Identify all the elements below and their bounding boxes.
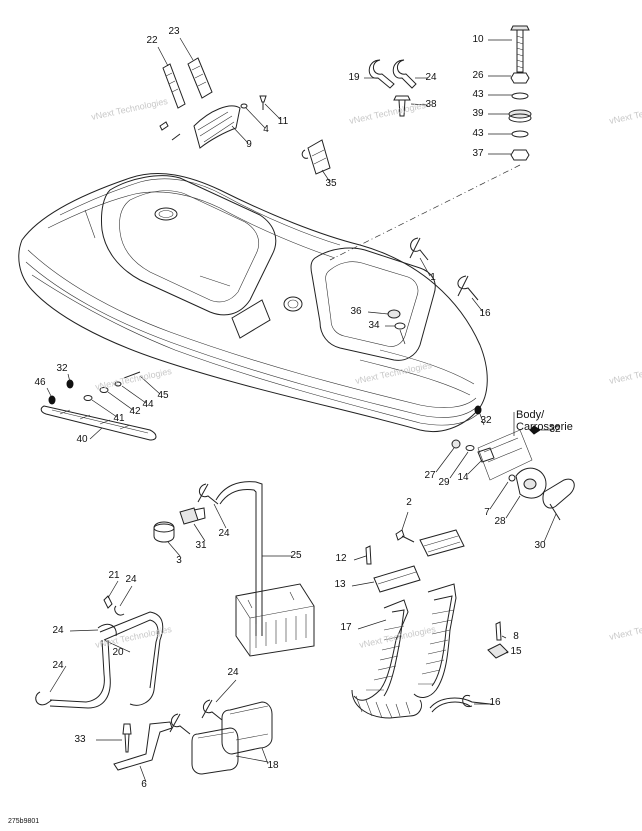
callout-l24b: 24 [218, 528, 230, 539]
callout-l34: 34 [368, 320, 380, 331]
callout-l43a: 43 [472, 89, 484, 100]
vent-ducts [351, 511, 465, 719]
callout-l35: 35 [325, 178, 337, 189]
callout-l27: 27 [424, 470, 436, 481]
callout-l19: 19 [348, 72, 360, 83]
callout-l6: 6 [141, 779, 147, 790]
callout-l37: 37 [472, 148, 484, 159]
hull-body [18, 173, 488, 433]
callout-l28: 28 [494, 516, 506, 527]
callout-l23: 23 [168, 26, 180, 37]
sponson-assembly [40, 371, 161, 441]
harness-left [35, 580, 164, 709]
callout-l45: 45 [157, 390, 169, 401]
callout-l36: 36 [350, 306, 362, 317]
callout-l14: 14 [457, 472, 469, 483]
callout-l12: 12 [335, 553, 347, 564]
callout-l42: 42 [129, 406, 141, 417]
watermark: vNext Technologies [608, 360, 642, 386]
watermark: vNext Technologies [348, 100, 427, 126]
callout-l30: 30 [534, 540, 546, 551]
vent-cluster [157, 37, 282, 149]
callout-l26: 26 [472, 70, 484, 81]
watermark: vNext Technologies [90, 96, 169, 122]
steering-stack [329, 25, 532, 261]
callout-l22: 22 [146, 35, 158, 46]
callout-l24c: 24 [125, 574, 137, 585]
callout-l20: 20 [112, 647, 124, 658]
callout-l38: 38 [425, 99, 437, 110]
callout-l25: 25 [290, 550, 302, 561]
callout-l33: 33 [74, 734, 86, 745]
callout-l46: 46 [34, 377, 46, 388]
clips-top [301, 59, 429, 183]
callout-l24e: 24 [52, 660, 64, 671]
callout-l13: 13 [334, 579, 346, 590]
bottom-left-parts [96, 679, 273, 783]
callout-l18: 18 [267, 760, 279, 771]
callout-l1: 1 [430, 272, 436, 283]
callout-l9: 9 [246, 139, 252, 150]
callout-l39: 39 [472, 108, 484, 119]
callout-l40: 40 [76, 434, 88, 445]
callout-l43b: 43 [472, 128, 484, 139]
watermark: vNext Technologies [608, 100, 642, 126]
callout-l24d: 24 [52, 625, 64, 636]
watermark: vNext Technologies [354, 360, 433, 386]
side-fittings: Body/ Carrosserie [435, 405, 575, 543]
callout-l32c: 32 [549, 424, 561, 435]
callout-l32b: 32 [480, 415, 492, 426]
callout-l17: 17 [340, 622, 352, 633]
callout-l2: 2 [406, 497, 412, 508]
callout-l8: 8 [513, 631, 519, 642]
callout-l10: 10 [472, 34, 484, 45]
right-bottom-parts [429, 621, 509, 713]
body-label-line2: Carrosserie [516, 421, 573, 433]
callout-l3: 3 [176, 555, 182, 566]
watermark: vNext Technologies [94, 366, 173, 392]
straps-right [409, 237, 484, 313]
callout-l41: 41 [113, 413, 125, 424]
body-label-line1: Body/ [516, 409, 545, 421]
callout-l32a: 32 [56, 363, 68, 374]
callout-l7: 7 [484, 507, 490, 518]
callout-l16a: 16 [479, 308, 491, 319]
callout-l24a: 24 [425, 72, 437, 83]
callout-l21: 21 [108, 570, 120, 581]
cap-grommet [367, 309, 406, 345]
battery-cables [153, 481, 315, 657]
callout-l31: 31 [195, 540, 207, 551]
drawing-code: 275b9801 [8, 818, 39, 825]
callout-l15: 15 [510, 646, 522, 657]
callout-l4: 4 [263, 124, 269, 135]
watermark: vNext Technologies [608, 616, 642, 642]
callout-l11: 11 [278, 116, 289, 127]
callout-l16b: 16 [489, 697, 501, 708]
callout-l29: 29 [438, 477, 450, 488]
callout-l44: 44 [142, 399, 154, 410]
callout-l24f: 24 [227, 667, 239, 678]
watermark: vNext Technologies [358, 624, 437, 650]
